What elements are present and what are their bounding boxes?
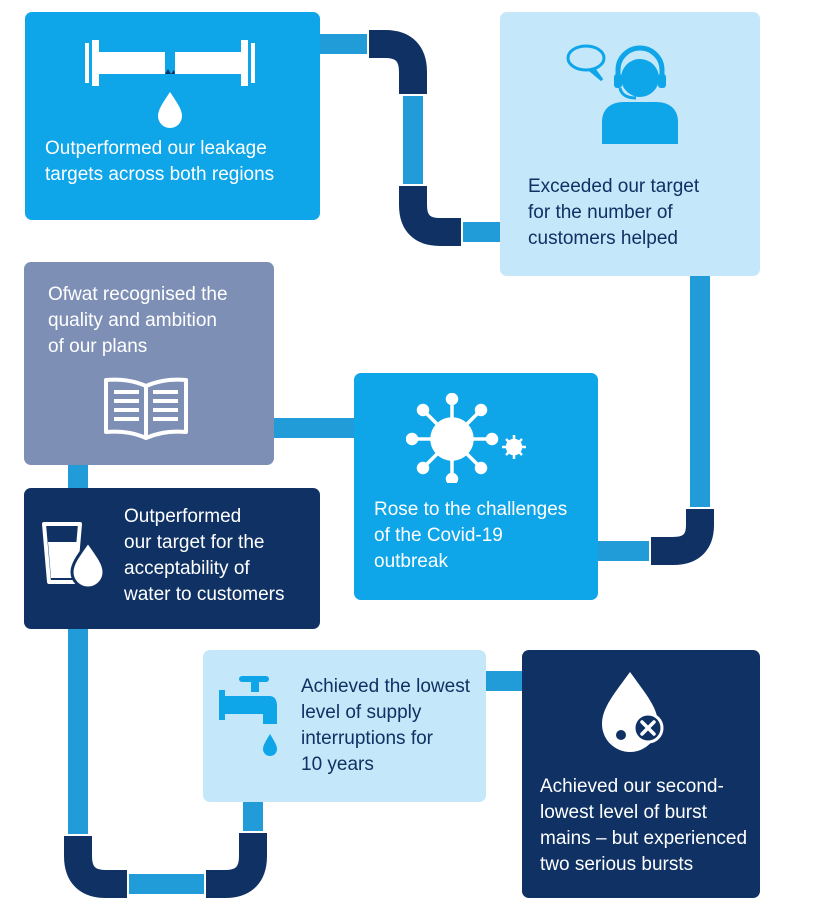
card-covid: Rose to the challenges of the Covid-19 o… <box>354 373 598 600</box>
card-customers-text: Exceeded our target for the number of cu… <box>528 176 700 249</box>
pipe-elbow-right <box>650 508 714 565</box>
card-customers: Exceeded our target for the number of cu… <box>500 12 760 276</box>
customer-service-agent-icon <box>566 44 678 144</box>
card-covid-text: Rose to the challenges of the Covid-19 o… <box>374 499 568 572</box>
pipe-elbow-bottom-left <box>64 835 128 898</box>
pipe-elbow-top <box>368 30 427 95</box>
water-glass-icon <box>42 522 106 588</box>
open-book-icon <box>104 377 188 440</box>
virus-icon <box>406 393 526 483</box>
card-ofwat-text: Ofwat recognised the quality and ambitio… <box>48 284 228 357</box>
card-bursts: Achieved our second- lowest level of bur… <box>522 650 760 898</box>
card-supply: Achieved the lowest level of supply inte… <box>203 650 486 802</box>
card-leakage-text: Outperformed our leakage targets across … <box>45 138 275 185</box>
pipe-elbow-bottom-right <box>205 832 267 898</box>
card-water: Outperformed our target for the acceptab… <box>24 488 320 629</box>
card-leakage: Outperformed our leakage targets across … <box>25 12 320 220</box>
card-bursts-text: Achieved our second- lowest level of bur… <box>540 776 748 875</box>
pipe-elbow-middle <box>399 185 462 246</box>
burst-drop-icon <box>602 672 664 752</box>
card-supply-text: Achieved the lowest level of supply inte… <box>301 676 470 775</box>
leaking-pipe-icon <box>85 40 255 128</box>
card-ofwat: Ofwat recognised the quality and ambitio… <box>24 262 274 465</box>
card-water-text: Outperformed our target for the acceptab… <box>124 506 285 605</box>
dripping-tap-icon <box>219 676 277 756</box>
